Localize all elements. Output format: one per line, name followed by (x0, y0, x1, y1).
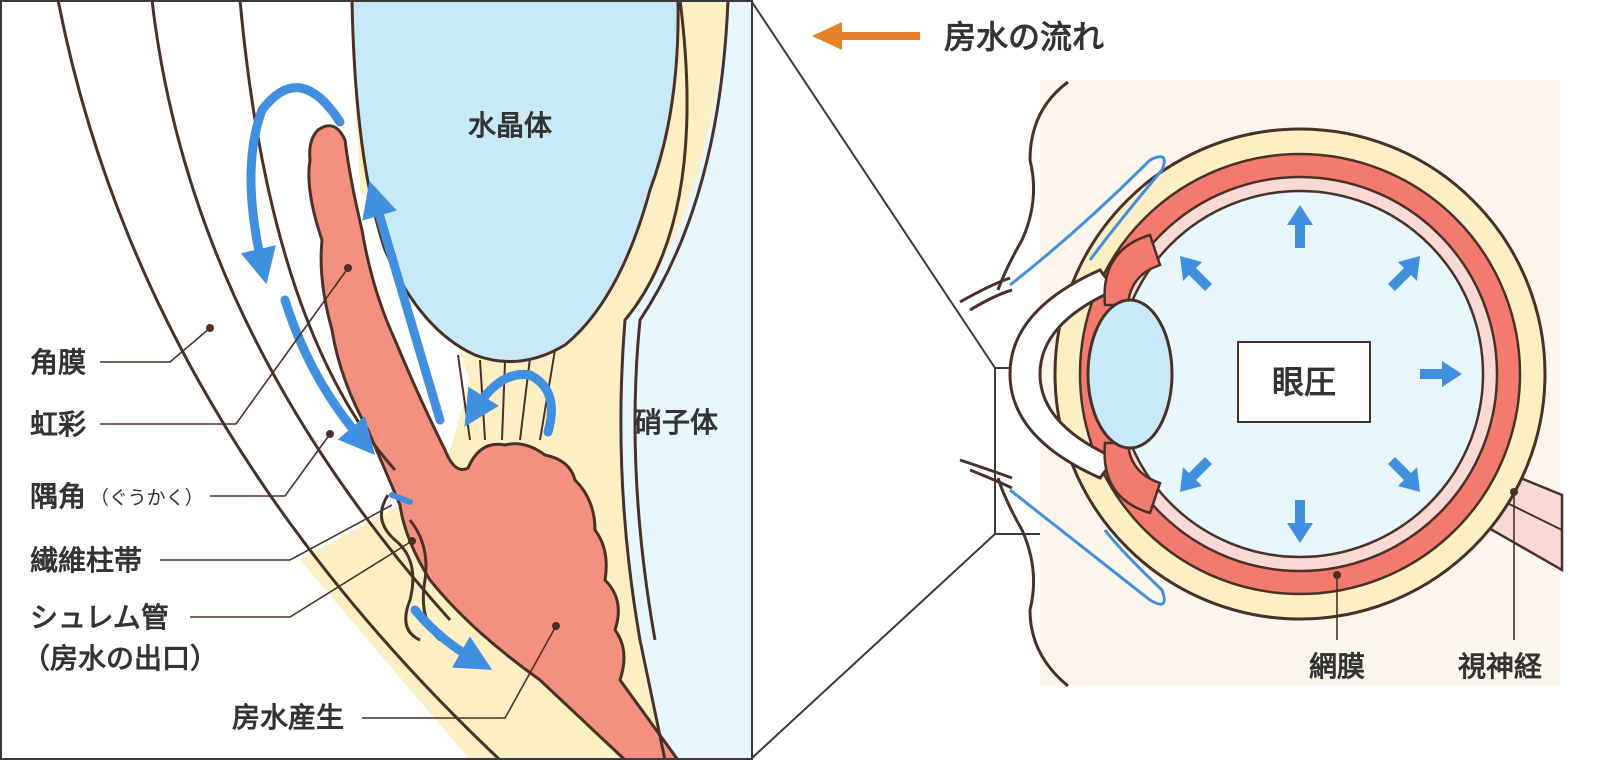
label-retina: 網膜 (1309, 650, 1365, 683)
flow-arrow-posterior-up (362, 180, 445, 425)
label-angle-reading: （ぐうかく） (90, 487, 204, 509)
pressure-arrow-upper-right (1388, 256, 1420, 291)
leader-line-cornea (100, 327, 211, 363)
cornea-curve-1 (56, 0, 502, 760)
sclera-outline-1 (619, 0, 689, 760)
detail-panel: 水晶体 硝子体 角膜 虹彩 隅角 （ぐうかく） 繊維柱帯 シュレム管 （房水の出… (22, 0, 752, 760)
zoom-line-top (751, 1, 996, 369)
eye-iris-bottom (1103, 441, 1162, 515)
flow-arrow-top-loop (240, 83, 345, 285)
pressure-arrow-lower-right (1388, 457, 1420, 492)
label-angle: 隅角 (30, 480, 86, 513)
pressure-arrow-right (1420, 361, 1462, 387)
leader-line-schlemm (190, 540, 413, 618)
muscle-upper (1009, 155, 1166, 287)
leader-line-angle (210, 433, 331, 497)
eyelid-upper (996, 80, 1069, 291)
label-trabecular: 繊維柱帯 (30, 544, 142, 577)
flow-arrow-anterior (280, 295, 375, 455)
pressure-arrow-down (1287, 500, 1313, 543)
legend-arrow-head (812, 22, 842, 50)
label-iop: 眼圧 (1272, 363, 1336, 401)
label-schlemm-outlet: （房水の出口） (22, 642, 218, 675)
pressure-arrow-up (1287, 205, 1313, 248)
eye-panel: 眼圧 網膜 視神経 (959, 80, 1564, 688)
iop-box (1237, 341, 1371, 423)
detail-panel-border (0, 0, 753, 760)
eyelash-lower (959, 458, 1013, 490)
eye-cornea (1008, 268, 1118, 480)
cornea-curve-2 (150, 0, 452, 622)
pressure-arrow-upper-left (1180, 256, 1212, 291)
sclera-outline-2 (633, 0, 730, 641)
label-vitreous: 硝子体 (634, 406, 719, 439)
zoom-line-bottom (751, 533, 996, 759)
label-iris: 虹彩 (30, 408, 86, 441)
iris (307, 124, 680, 760)
legend-label: 房水の流れ (944, 18, 1104, 56)
pressure-arrows (1180, 205, 1462, 543)
label-lens: 水晶体 (468, 109, 553, 142)
flow-mark-angle (389, 492, 413, 505)
eye-iris-top (1103, 233, 1162, 307)
pressure-arrow-lower-left (1180, 457, 1212, 492)
muscle-lower (1009, 488, 1166, 606)
eyelash-upper (959, 276, 1013, 312)
legend: 房水の流れ (812, 18, 1104, 56)
eye-lens (1086, 298, 1174, 450)
flow-arrow-outflow (410, 605, 493, 670)
flow-arrow-ciliary-loop (464, 369, 556, 437)
leader-line-production (362, 625, 557, 719)
schlemm-canal (379, 494, 421, 642)
leader-line-iris (100, 267, 349, 425)
label-schlemm: シュレム管 (30, 601, 169, 634)
eyelid-lower (996, 477, 1069, 688)
label-cornea: 角膜 (30, 346, 86, 379)
label-production: 房水産生 (232, 701, 344, 734)
label-optic-nerve: 視神経 (1458, 650, 1543, 683)
leader-line-trabecular (160, 504, 393, 561)
